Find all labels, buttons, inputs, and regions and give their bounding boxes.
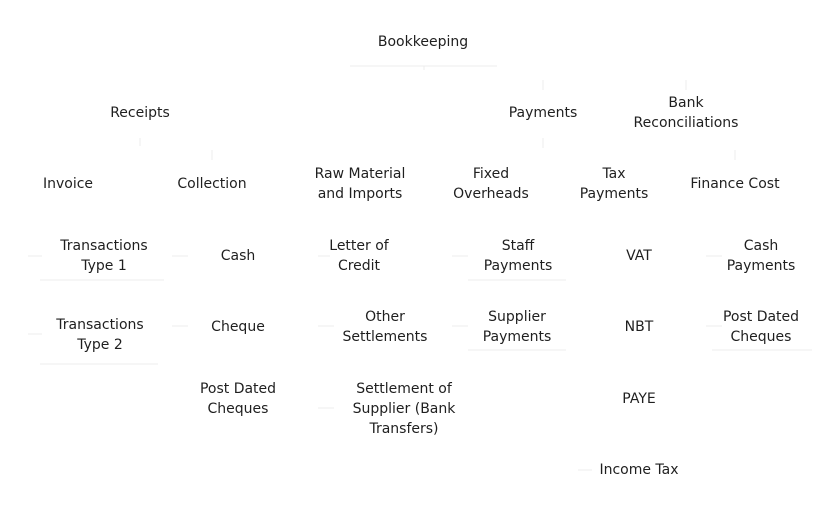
- letter-of-credit-node: Letter of Credit: [329, 238, 389, 274]
- payments-node: Payments: [508, 105, 578, 121]
- nbt-node: NBT: [624, 319, 654, 335]
- receipts-node: Receipts: [110, 105, 170, 121]
- vat-node: VAT: [626, 248, 652, 264]
- tax-payments-node: Tax Payments: [579, 166, 649, 202]
- root-node: Bookkeeping: [377, 34, 469, 50]
- income-tax-node: Income Tax: [599, 462, 679, 478]
- settlement-of-supplier-node: Settlement of Supplier (Bank Transfers): [352, 381, 456, 437]
- supplier-payments-node: Supplier Payments: [482, 309, 552, 345]
- transactions-type-1-node: Transactions Type 1: [60, 238, 148, 274]
- transactions-type-2-node: Transactions Type 2: [56, 317, 144, 353]
- staff-payments-node: Staff Payments: [483, 238, 553, 274]
- bank-reconciliations-node: Bank Reconciliations: [633, 95, 739, 131]
- invoice-node: Invoice: [42, 176, 94, 192]
- cash-node: Cash: [220, 248, 256, 264]
- fixed-overheads-node: Fixed Overheads: [453, 166, 529, 202]
- raw-material-node: Raw Material and Imports: [314, 166, 406, 202]
- cheque-node: Cheque: [211, 319, 265, 335]
- other-settlements-node: Other Settlements: [342, 309, 428, 345]
- collection-node: Collection: [177, 176, 247, 192]
- cash-payments-node: Cash Payments: [726, 238, 796, 274]
- collection-post-dated-cheques-node: Post Dated Cheques: [199, 381, 277, 417]
- finance-cost-node: Finance Cost: [690, 176, 780, 192]
- finance-post-dated-cheques-node: Post Dated Cheques: [722, 309, 800, 345]
- paye-node: PAYE: [622, 391, 656, 407]
